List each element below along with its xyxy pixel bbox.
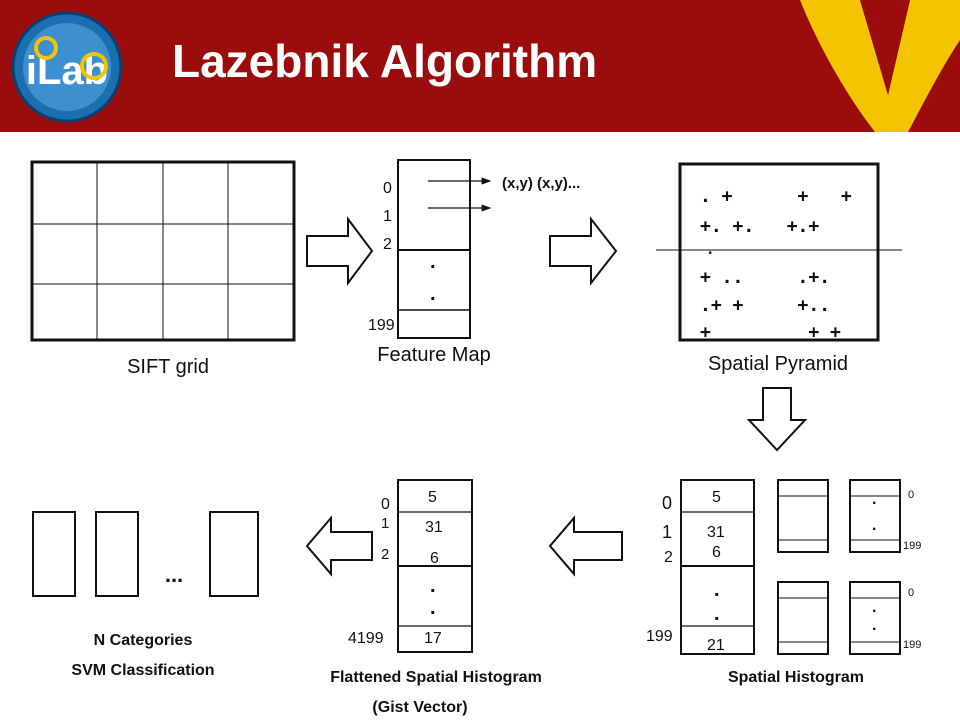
ilab-logo: iLab: [11, 11, 123, 123]
category-boxes: [32, 511, 259, 597]
flat-index-2: 2: [381, 546, 389, 563]
flattened-histogram-label: Flattened Spatial Histogram: [330, 669, 542, 686]
feature-map-index-0: 0: [383, 180, 392, 197]
flat-value-4199: 17: [424, 630, 442, 647]
pyramid-marks-row-1: . + + +: [700, 186, 852, 207]
gist-vector-label: (Gist Vector): [372, 699, 467, 716]
flat-value-1: 31: [425, 519, 443, 536]
feature-map: [397, 159, 471, 339]
arrow-right-icon: [549, 216, 618, 286]
small-hist-ellipsis-3: .: [872, 599, 876, 616]
histogram-value-0: 5: [712, 489, 721, 506]
flattened-histogram: [397, 479, 473, 653]
histogram-index-0: 0: [662, 493, 672, 513]
v-logo: [780, 0, 960, 132]
page-title: Lazebnik Algorithm: [172, 35, 598, 87]
arrow-right-icon: [306, 216, 374, 286]
feature-pointer-text: (x,y) (x,y)...: [502, 175, 580, 192]
histogram-index-199: 199: [646, 628, 673, 645]
histogram-index-2: 2: [664, 549, 673, 566]
small-hist-index-0-bottom: 0: [908, 587, 914, 599]
slide-header: iLab Lazebnik Algorithm: [0, 0, 960, 132]
flat-value-0: 5: [428, 489, 437, 506]
small-hist-index-199-bottom: 199: [903, 639, 921, 651]
pyramid-marks-row-2: +. +. +.+: [700, 216, 819, 237]
histogram-value-1: 31: [707, 524, 725, 541]
flat-value-2: 6: [430, 550, 439, 567]
small-hist-ellipsis-2: .: [872, 517, 876, 534]
algorithm-diagram: SIFT grid 0 1 2 199 . . (x,y) (x,y)... F…: [30, 159, 921, 716]
feature-map-index-199: 199: [368, 317, 395, 334]
pyramid-marks-row-4: + .. .+.: [700, 267, 830, 288]
arrow-left-icon: [305, 515, 373, 577]
histogram-index-1: 1: [662, 522, 672, 542]
histogram-ellipsis-1: .: [714, 579, 720, 601]
flat-index-4199: 4199: [348, 630, 384, 647]
svm-classification-label: SVM Classification: [71, 662, 214, 679]
flat-index-0: 0: [381, 496, 390, 513]
pyramid-marks-row-3: .: [706, 242, 714, 258]
flat-ellipsis-1: .: [430, 575, 436, 597]
feature-map-label: Feature Map: [377, 344, 490, 366]
spatial-pyramid: [656, 162, 902, 342]
categories-ellipsis: ...: [165, 562, 183, 587]
spatial-histogram-column: [680, 479, 755, 655]
histogram-ellipsis-2: .: [714, 603, 720, 625]
small-hist-ellipsis-1: .: [872, 491, 876, 508]
sift-grid-label: SIFT grid: [127, 356, 209, 378]
small-hist-ellipsis-4: .: [872, 617, 876, 634]
spatial-histogram-label: Spatial Histogram: [728, 669, 864, 686]
flat-ellipsis-2: .: [430, 597, 436, 619]
histogram-value-199: 21: [707, 637, 725, 654]
arrow-down-icon: [746, 387, 808, 452]
arrow-left-icon: [548, 515, 623, 577]
histogram-value-2: 6: [712, 544, 721, 561]
feature-map-ellipsis-2: .: [430, 283, 436, 305]
spatial-pyramid-label: Spatial Pyramid: [708, 353, 848, 375]
sift-grid: [30, 160, 296, 342]
small-hist-index-199-top: 199: [903, 540, 921, 552]
feature-map-ellipsis-1: .: [430, 251, 436, 273]
pyramid-marks-row-6: + + +: [700, 322, 841, 343]
flat-index-1: 1: [381, 515, 389, 532]
feature-map-index-2: 2: [383, 236, 392, 253]
pyramid-marks-row-5: .+ + +..: [700, 295, 830, 316]
feature-map-index-1: 1: [383, 208, 392, 225]
n-categories-label: N Categories: [94, 632, 193, 649]
small-hist-index-0-top: 0: [908, 489, 914, 501]
small-histograms: [777, 479, 901, 655]
